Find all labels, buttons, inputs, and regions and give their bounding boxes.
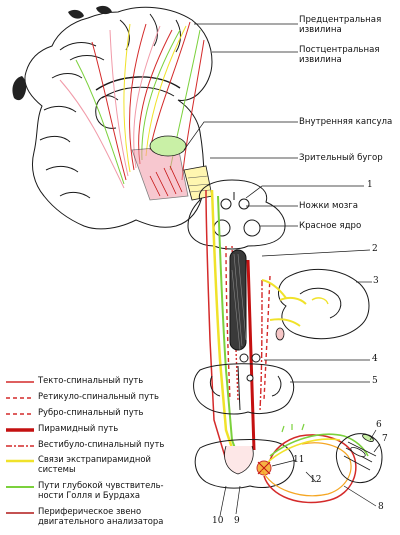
- legend-text: Рубро-спинальный путь: [38, 407, 144, 417]
- number-3: 3: [373, 276, 379, 286]
- internal-capsule-label: Внутренняя капсула: [299, 117, 393, 127]
- pons-section: [229, 249, 261, 363]
- postcentral-line-2: извилина: [299, 55, 342, 65]
- precentral-line-1: Предцентральная: [299, 15, 382, 25]
- legend-item-rubrospinal: Рубро-спинальный путь: [2, 407, 202, 420]
- thalamus-label: Зрительный бугор: [299, 153, 383, 163]
- legend-line-samples: [6, 381, 34, 514]
- medulla-section: [193, 363, 295, 415]
- descending-tracts: [205, 189, 271, 463]
- legend-item-reticulospinal: Ретикуло-спинальный путь: [2, 391, 202, 404]
- number-8: 8: [378, 502, 384, 512]
- cerebral-peduncles-label: Ножки мозга: [299, 201, 359, 211]
- number-6: 6: [376, 420, 382, 430]
- legend-text: Текто-спинальный путь: [38, 375, 144, 385]
- peripheral-loop: [261, 423, 369, 504]
- number-9: 9: [234, 516, 240, 526]
- precentral-gyrus-label: Предцентральная извилина: [299, 15, 381, 35]
- postcentral-line-1: Постцентральная: [299, 45, 380, 55]
- number-10: 10: [212, 516, 224, 526]
- legend-item-goll-burdach: Пути глубокой чувствитель-ности Голля и …: [2, 480, 202, 499]
- medial-surface-shading: [12, 5, 112, 101]
- cerebellum-section: [261, 268, 370, 340]
- legend-item-pyramidal: Пирамидный путь: [2, 423, 202, 436]
- number-12: 12: [310, 475, 322, 485]
- spinal-cord-section: [194, 439, 295, 489]
- midbrain-section: [187, 179, 286, 250]
- internal-capsule-block: [131, 135, 213, 201]
- number-2: 2: [372, 244, 378, 254]
- pointer-lines: [183, 23, 381, 517]
- legend-item-tectospinal: Текто-спинальный путь: [2, 375, 202, 388]
- legend-text: Пути глубокой чувствитель-ности Голля и …: [38, 480, 164, 500]
- postcentral-gyrus-label: Постцентральная извилина: [299, 45, 380, 65]
- legend-text: Пирамидный путь: [38, 423, 119, 433]
- precentral-line-2: извилина: [299, 25, 342, 35]
- number-1: 1: [367, 180, 373, 190]
- small-nucleus-4: [275, 327, 285, 341]
- legend-text: Ретикуло-спинальный путь: [38, 391, 159, 401]
- number-7: 7: [382, 434, 388, 444]
- number-11: 11: [293, 455, 305, 465]
- number-5: 5: [372, 376, 378, 386]
- legend-text: Вестибуло-спинальный путь: [38, 439, 165, 449]
- muscle-section: [335, 433, 383, 483]
- cortical-projection-fan: [59, 21, 205, 189]
- legend-item-vestibulospinal: Вестибуло-спинальный путь: [2, 439, 202, 452]
- red-nucleus-label: Красное ядро: [299, 221, 362, 231]
- number-4: 4: [372, 354, 378, 364]
